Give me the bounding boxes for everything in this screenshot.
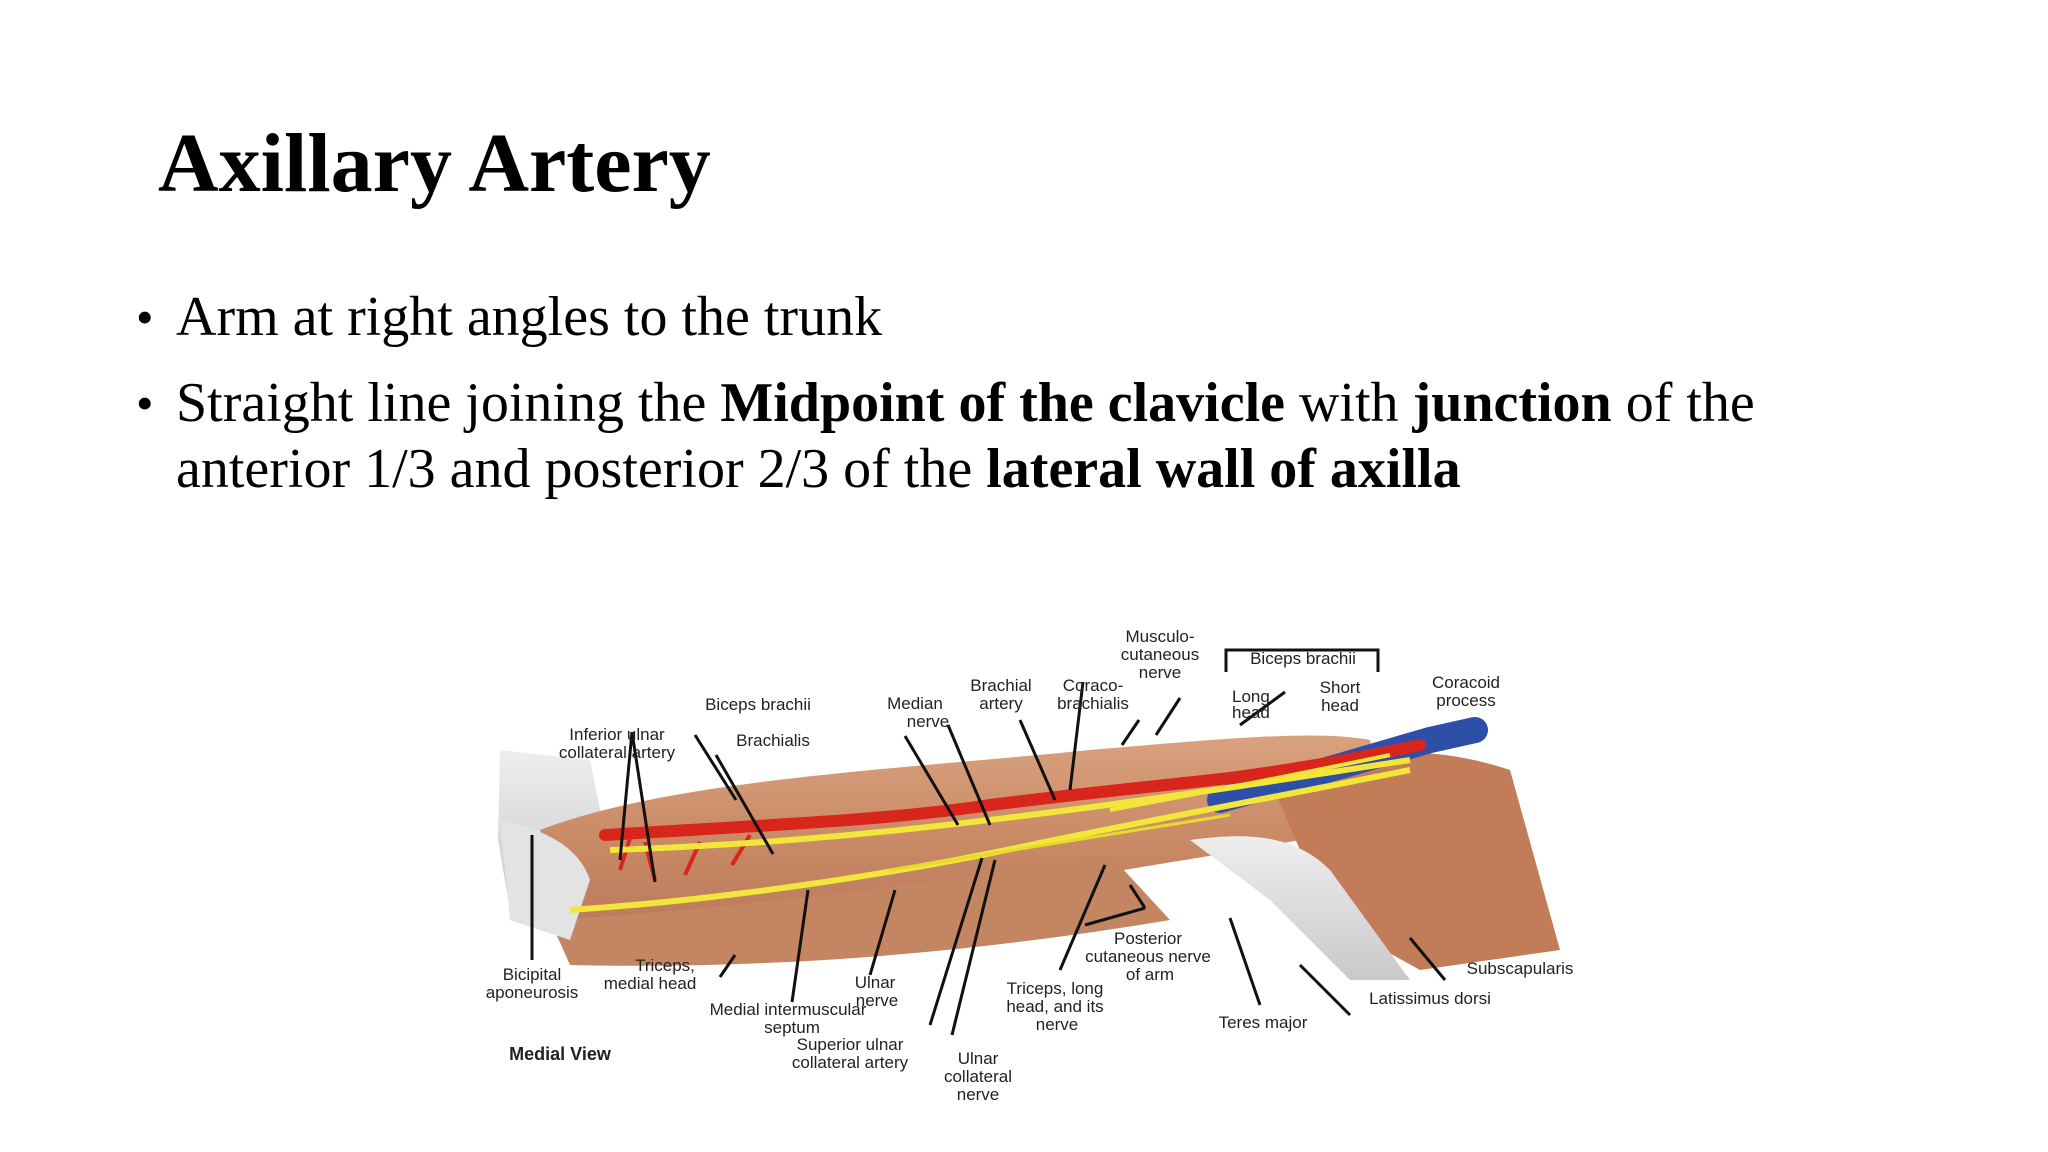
leader-teres-major [1228, 917, 1262, 1006]
triceps-muscle [550, 855, 1170, 966]
leader-medial-septum [790, 889, 810, 1003]
bullet-text-part: of the anterior 1/3 and posterior 2/3 of… [176, 372, 1755, 500]
label-biceps-brachii-top: Biceps brachii [1250, 649, 1356, 668]
bullet-surface-marking: Straight line joining the Midpoint of th… [136, 370, 1936, 502]
musculocutaneous-nerve-line [1109, 753, 1391, 812]
label-latissimus-dorsi: Latissimus dorsi [1369, 989, 1491, 1008]
leader-latissimus [1298, 963, 1352, 1017]
bullet-list: Arm at right angles to the trunk Straigh… [136, 284, 1936, 522]
teres-latissimus-tendon [1190, 836, 1410, 980]
label-biceps-brachii-left: Biceps brachii [705, 695, 811, 714]
bicipital-aponeurosis-shape [500, 820, 590, 940]
biceps-bracket [1224, 648, 1380, 672]
leader-biceps-left [693, 734, 738, 801]
bullet-text-part: with [1284, 372, 1413, 434]
bullet-text-part: Straight line joining the [176, 372, 721, 434]
leader-posterior-cutaneous [1084, 884, 1147, 927]
bullet-bold-lateral-wall: lateral wall of axilla [986, 438, 1461, 500]
leader-subscapularis [1408, 937, 1447, 981]
leader-coracobrachialis [1018, 719, 1057, 801]
label-subscapularis: Subscapularis [1467, 959, 1574, 978]
leader-superior-ulnar [928, 857, 984, 1026]
label-coracobrachialis: Coraco-brachialis [1057, 676, 1129, 713]
label-medial-view: Medial View [509, 1044, 612, 1064]
median-nerve-line [609, 757, 1411, 853]
leader-musculocutaneous [1068, 681, 1085, 791]
bullet-bold-junction: junction [1412, 372, 1612, 434]
leader-triceps-long [1058, 864, 1107, 971]
leader-short-head [1154, 697, 1182, 736]
slide-title: Axillary Artery [158, 117, 711, 210]
leader-ulnar-nerve [868, 889, 897, 976]
leader-coracoid [1239, 690, 1286, 727]
bullet-bold-midpoint: Midpoint of the clavicle [720, 372, 1285, 434]
leader-long-head [1120, 719, 1141, 746]
bullet-text: Arm at right angles to the trunk [176, 286, 883, 348]
label-brachialis: Brachialis [736, 731, 810, 750]
label-teres-major: Teres major [1219, 1013, 1308, 1032]
leader-inferior-ulnar [618, 731, 657, 883]
leader-median-nerve [903, 735, 960, 826]
leader-brachial-artery [946, 724, 992, 826]
ulnar-nerve-line [569, 767, 1411, 913]
artery-branches [618, 833, 752, 881]
brachial-artery-vessel [599, 739, 1426, 841]
leader-triceps-medial [718, 954, 737, 978]
leader-ulnar-collateral [950, 859, 997, 1036]
bullet-arm-position: Arm at right angles to the trunk [136, 284, 1936, 350]
label-triceps-medial-head: Triceps,medial head [604, 956, 697, 993]
ulnar-collateral-nerve-line [889, 813, 1231, 872]
leader-brachialis [714, 754, 775, 855]
